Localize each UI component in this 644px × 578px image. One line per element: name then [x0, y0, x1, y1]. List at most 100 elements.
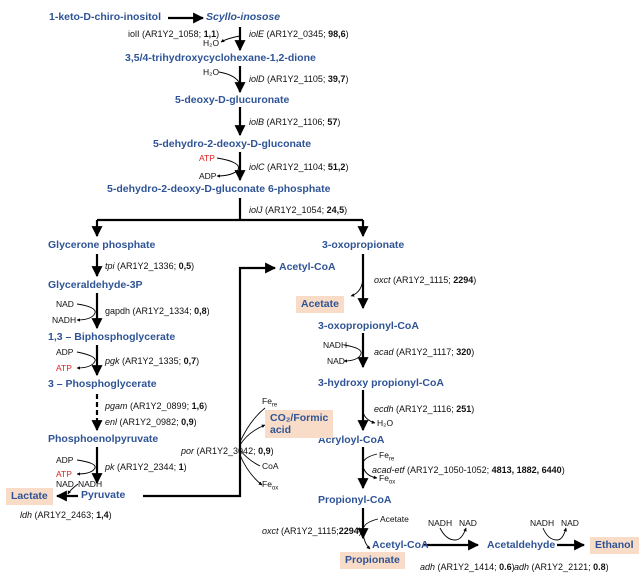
cofactor-atp-pk: ATP [56, 469, 72, 479]
enzyme-adh-2: adh (AR1Y2_2121; 0.8) [514, 562, 609, 572]
metabolite-oxopropionyl-coa: 3-oxopropionyl-CoA [318, 320, 419, 332]
metabolite-hydroxy-propionyl-coa: 3-hydroxy propionyl-CoA [318, 377, 445, 389]
enzyme-locus: (AR1Y2_1106; [266, 117, 328, 127]
enzyme-iolD: iolD (AR1Y2_1105; 39,7) [249, 74, 349, 84]
enzyme-gene: iolC [249, 162, 265, 172]
cofactor-fe: Fe [262, 479, 272, 489]
product-lactate: Lactate [6, 488, 53, 505]
cofactor-atp-iolC: ATP [199, 153, 215, 163]
enzyme-gene: ldh [20, 510, 33, 520]
enzyme-iolJ: iolJ (AR1Y2_1054; 24,5) [249, 205, 348, 215]
enzyme-gene: iolI [128, 29, 140, 39]
cofactor-fe: Fe [379, 450, 389, 460]
metabolite-scyllo-inosose: Scyllo-inosose [206, 11, 281, 23]
enzyme-value: 2294 [338, 526, 359, 536]
metabolite-pyruvate: Pyruvate [81, 489, 126, 501]
metabolite-trihydroxy-dione: 3,5/4-trihydroxycyclohexane-1,2-dione [125, 52, 316, 64]
enzyme-gene: gapdh [105, 306, 131, 316]
enzyme-value: 0,9 [181, 417, 194, 427]
enzyme-gene: adh [514, 562, 530, 572]
product-co2-formic-acid: CO₂/Formic acid [265, 410, 334, 438]
enzyme-iolI: iolI (AR1Y2_1058; 1,1) [128, 29, 220, 39]
enzyme-locus: (AR1Y2_1050-1052; [407, 465, 492, 475]
enzyme-gene: oxct [262, 526, 279, 536]
enzyme-acad: acad (AR1Y2_1117; 320) [374, 347, 475, 357]
enzyme-locus: (AR1Y2_2344; [117, 462, 179, 472]
enzyme-gene: por [181, 446, 195, 456]
cofactor-nad-acad: NAD [327, 356, 345, 366]
cofactor-adp-pgk: ADP [56, 347, 74, 357]
metabolite-oxopropionate: 3-oxopropionate [322, 239, 405, 251]
enzyme-locus: (AR1Y2_0899; [130, 401, 192, 411]
enzyme-value: 1,6 [191, 401, 205, 411]
cofactor-nad-gapdh: NAD [56, 299, 74, 309]
cofactor-h2o-iolD: H₂O [203, 67, 220, 77]
enzyme-value: 57 [327, 117, 338, 127]
product-acetate: Acetate [296, 296, 344, 313]
cofactor-fe-ox-por: Feox [262, 478, 278, 496]
enzyme-gene: acad [374, 347, 394, 357]
cofactor-fe-re-acad-etf: Fere [379, 449, 394, 467]
enzyme-gene: pk [105, 462, 115, 472]
enzyme-locus: (AR1Y2_1335; [122, 356, 184, 366]
enzyme-ldh: ldh (AR1Y2_2463; 1,4) [20, 510, 112, 520]
enzyme-value: 251 [456, 404, 472, 414]
enzyme-locus: (AR1Y2_1414; [437, 562, 500, 572]
enzyme-value: 39,7 [327, 74, 346, 84]
enzyme-value: 98,6 [328, 29, 346, 39]
cofactor-nad-adh-2: NAD [561, 518, 579, 528]
cofactor-nadh-acad: NADH [323, 340, 348, 350]
enzyme-value: 0,9 [258, 446, 271, 456]
enzyme-locus: (AR1Y2_1116; [396, 404, 457, 414]
enzyme-value: 51,2 [327, 162, 346, 172]
enzyme-gene: ecdh [374, 404, 394, 414]
cofactor-adp-iolC: ADP [199, 171, 217, 181]
metabolite-keto-chiro-inositol: 1-keto-D-chiro-inositol [49, 11, 161, 23]
enzyme-locus: (AR1Y2_1115; [393, 275, 454, 285]
metabolite-dehydro-deoxy-gluconate-6p: 5-dehydro-2-deoxy-D-gluconate 6-phosphat… [107, 183, 331, 195]
enzyme-value: 1,4 [96, 510, 109, 520]
enzyme-locus: (AR1Y2_3042; [196, 446, 259, 456]
metabolite-biphosphoglycerate: 1,3 – Biphosphoglycerate [48, 331, 176, 343]
enzyme-adh-1: adh (AR1Y2_1414; 0.6) [420, 562, 515, 572]
cofactor-subscript: ox [388, 479, 396, 486]
cofactor-nadh-gapdh: NADH [52, 315, 77, 325]
enzyme-value: 1 [178, 462, 184, 472]
cofactor-nadh-ldh: NADH [78, 479, 103, 489]
enzyme-locus: (AR1Y2_0345; [266, 29, 329, 39]
metabolite-phosphoenolpyruvate: Phosphoenolpyruvate [48, 433, 159, 445]
enzyme-value: 0,5 [178, 261, 192, 271]
cofactor-subscript: re [271, 402, 278, 409]
enzyme-value: 4813, 1882, 6440 [491, 465, 562, 475]
enzyme-value: 24,5 [326, 205, 345, 215]
cofactor-fe-re-por: Fere [262, 395, 277, 413]
cofactor-nadh-adh-1: NADH [428, 518, 453, 528]
enzyme-gene: iolJ [249, 205, 263, 215]
cofactor-nad-ldh: NAD [56, 479, 74, 489]
cofactor-coa-por: CoA [262, 461, 279, 471]
metabolite-propionyl-coa: Propionyl-CoA [318, 494, 392, 506]
enzyme-locus: (AR1Y2_1105; [267, 74, 328, 84]
metabolite-acetaldehyde: Acetaldehyde [487, 539, 556, 551]
enzyme-iolB: iolB (AR1Y2_1106; 57) [249, 117, 341, 127]
cofactor-acetate-oxct: Acetate [380, 514, 409, 524]
cofactor-h2o-ecdh: H₂O [377, 418, 394, 428]
enzyme-value: 1,1 [203, 29, 217, 39]
enzyme-locus: (AR1Y2_2121; [531, 562, 594, 572]
enzyme-tpi: tpi (AR1Y2_1336; 0,5) [105, 261, 195, 271]
metabolite-glycerone-phosphate: Glycerone phosphate [48, 239, 156, 251]
product-propionate: Propionate [340, 552, 405, 569]
enzyme-gene: iolE [249, 29, 265, 39]
enzyme-gene: iolB [249, 117, 265, 127]
enzyme-pgk: pgk (AR1Y2_1335; 0,7) [105, 356, 200, 366]
enzyme-locus: (AR1Y2_1058; [142, 29, 204, 39]
enzyme-locus: (AR1Y2_1054; [265, 205, 327, 215]
cofactor-nad-adh-1: NAD [459, 518, 477, 528]
metabolite-acetyl-coa-top: Acetyl-CoA [279, 261, 336, 273]
cofactor-h2o-iolE: H₂O [203, 38, 220, 48]
enzyme-gene: acad-etf [372, 465, 405, 475]
enzyme-gene: pgam [105, 401, 128, 411]
cofactor-subscript: re [388, 456, 395, 463]
enzyme-locus: (AR1Y2_0982; [119, 417, 182, 427]
